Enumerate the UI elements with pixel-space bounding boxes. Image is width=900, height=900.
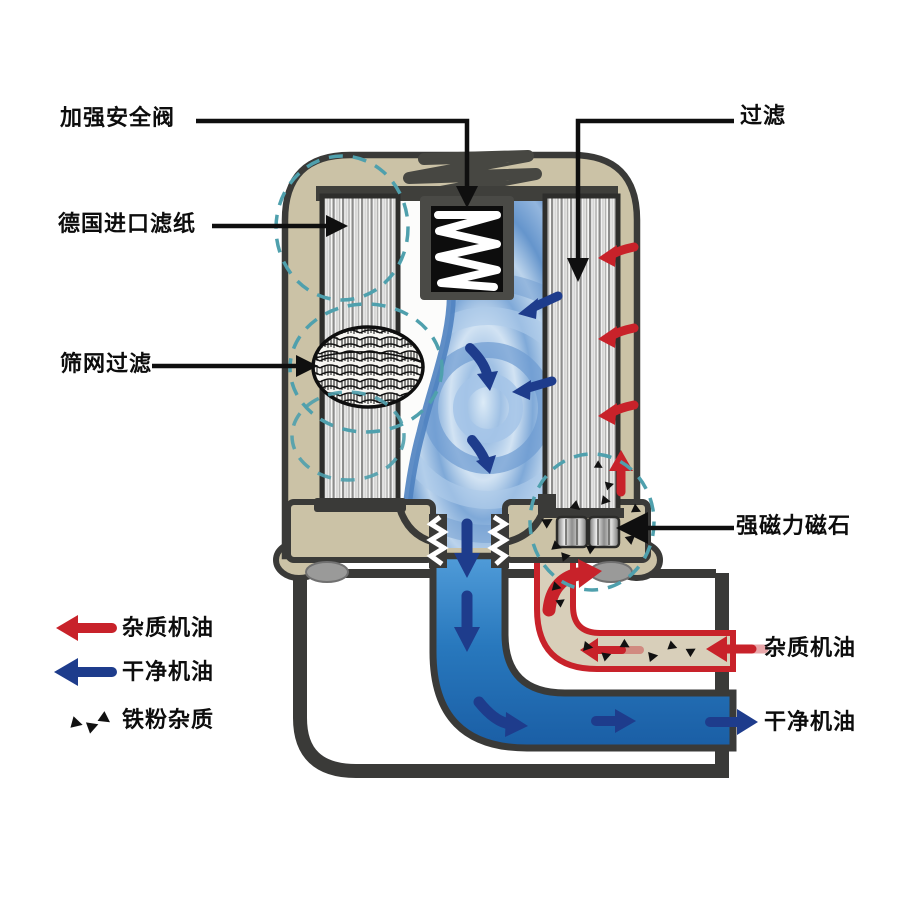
gasket-left	[305, 561, 349, 583]
legend-red-arrow	[56, 615, 117, 641]
callout-mesh-filter-label: 筛网过滤	[60, 351, 153, 376]
right-filter-paper	[538, 193, 624, 518]
legend-item-dirty-oil-label: 杂质机油	[122, 615, 215, 640]
threaded-outlet	[426, 514, 510, 568]
magnets	[555, 515, 621, 549]
mount-surface-mid	[505, 569, 541, 578]
mount-surface-left	[293, 569, 433, 578]
callout-safety-valve-label: 加强安全阀	[60, 105, 176, 130]
legend-symbols	[54, 615, 117, 734]
legend-item-clean-oil-label: 干净机油	[122, 659, 215, 684]
callout-magnet-label: 强磁力磁石	[736, 513, 852, 538]
highlight-circle-mesh2	[290, 390, 406, 482]
highlight-circle-magnet	[528, 452, 656, 592]
clean-oil-outlet-label: 干净机油	[764, 709, 857, 734]
mesh-screen	[311, 325, 425, 409]
clean-oil-pipe	[429, 541, 737, 752]
callout-filter-paper-label: 德国进口滤纸	[58, 211, 197, 236]
callout-lines	[152, 118, 734, 544]
callout-filtration-label: 过滤	[740, 103, 787, 128]
clean-oil-flow-arrows	[454, 291, 758, 737]
legend-item-iron-label: 铁粉杂质	[122, 707, 215, 732]
safety-valve-spring	[420, 196, 514, 300]
dirty-oil-pipe	[534, 547, 736, 672]
dirty-oil-inlet-label: 杂质机油	[764, 635, 857, 660]
legend-iron-triangles	[70, 711, 114, 734]
legend-blue-arrow	[54, 658, 117, 686]
